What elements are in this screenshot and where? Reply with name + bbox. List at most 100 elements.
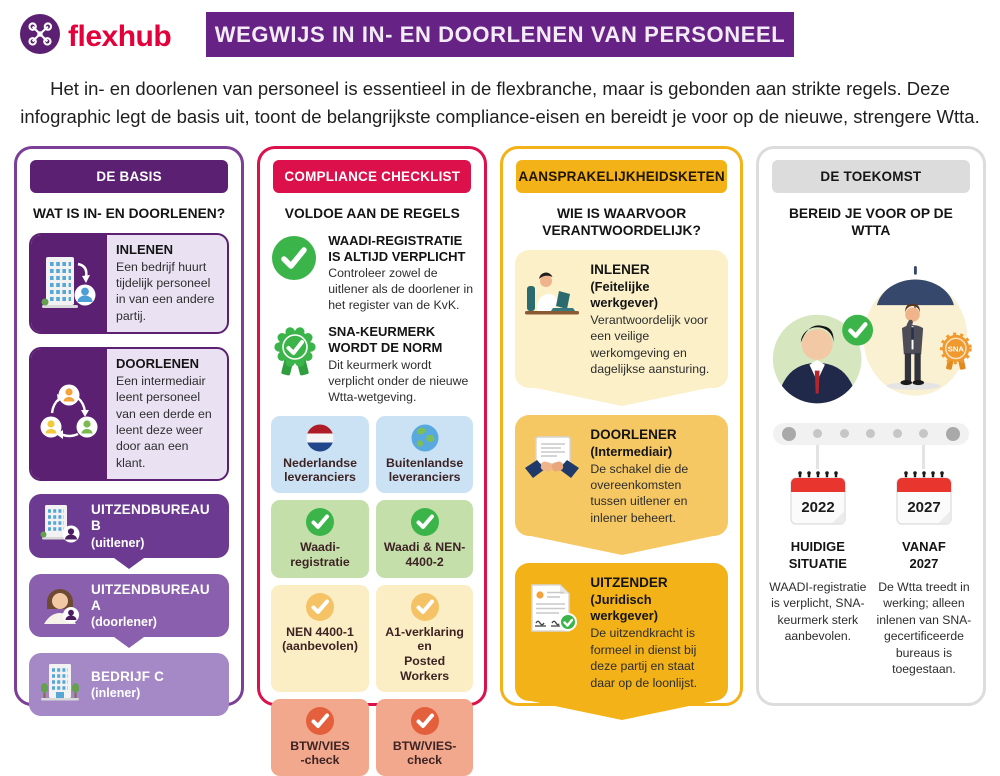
orange-check-icon — [379, 706, 471, 736]
flexhub-logo: flexhub — [20, 14, 172, 59]
check-circle-icon — [271, 233, 319, 314]
doorlener-card: DOORLENER (Intermediair) De schakel die … — [515, 414, 728, 537]
chain-a-subtitle: (doorlener) — [91, 614, 157, 629]
waadi-text: WAADI-REGISTRATIE IS ALTIJD VERPLICHT Co… — [328, 233, 473, 314]
future-heading: BEREID JE VOOR OP DE WTTA — [788, 205, 953, 238]
businessman-umbrella-sna-icon: SNA — [769, 250, 973, 421]
basis-banner: DE BASIS — [30, 159, 229, 193]
handshake-contract-icon — [524, 427, 582, 527]
milestone-2022-title: HUIDIGE SITUATIE — [788, 538, 847, 571]
doorlener-title: DOORLENER — [590, 426, 677, 442]
rosette-check-icon — [271, 324, 319, 405]
person-laptop-icon — [524, 262, 582, 378]
people-cycle-icon — [31, 349, 107, 480]
future-banner: DE TOEKOMST — [771, 159, 970, 193]
amber-check-icon — [379, 592, 471, 622]
chain-b-text: UITZENDBUREAU B (uitlener) — [91, 502, 219, 549]
chain-c-title: BEDRIJF C — [91, 668, 165, 684]
waadi-item: WAADI-REGISTRATIE IS ALTIJD VERPLICHT Co… — [271, 233, 473, 314]
globe-icon — [379, 423, 471, 453]
uitzender-card: UITZENDER (Juridisch werkgever) De uitze… — [515, 563, 728, 702]
grid-cell-waadi-nen: Waadi & NEN- 4400-2 — [375, 500, 474, 578]
doorlener-body: De schakel die de overeenkomsten tussen … — [590, 461, 689, 525]
calendar-icon: 2027 — [893, 469, 955, 532]
uitzender-body: De uitzendkracht is formeel in dienst bi… — [590, 626, 698, 690]
timeline-dot — [919, 429, 929, 439]
chain-c-text: BEDRIJF C (inlener) — [91, 669, 164, 700]
doorlenen-body: Een intermediair leent personeel van een… — [116, 374, 212, 470]
milestone-2027-body: De Wtta treedt in werking; alleen inlene… — [876, 579, 972, 677]
timeline-dot — [866, 429, 876, 439]
sna-title: SNA-KEURMERK WORDT DE NORM — [328, 324, 443, 356]
basis-heading: WAT IS IN- EN DOORLENEN? — [33, 205, 226, 221]
inlenen-card: INLENEN Een bedrijf huurt tijdelijk pers… — [29, 232, 230, 335]
grid-cell-btw-vies-nl: BTW/VIES -check — [271, 698, 369, 776]
calendar-icon: 2022 — [787, 469, 849, 532]
doorlener-text: DOORLENER (Intermediair) De schakel die … — [590, 427, 718, 527]
grid-label: Buitenlandse leveranciers — [385, 455, 464, 485]
grid-label: A1-verklaring en Posted Workers — [385, 624, 464, 683]
doorlenen-text: DOORLENEN Een intermediair leent persone… — [107, 349, 227, 479]
milestones: 2022 HUIDIGE SITUATIE WAADI-registratie … — [769, 444, 973, 678]
timeline-dot — [892, 429, 902, 439]
waadi-body: Controleer zowel de uitlener als de door… — [328, 266, 474, 313]
grid-label: BTW/VIES -check — [290, 738, 350, 768]
sna-item: SNA-KEURMERK WORDT DE NORM Dit keurmerk … — [271, 324, 473, 405]
doorlenen-title: DOORLENEN — [116, 356, 200, 372]
grid-label: Waadi- registratie — [290, 540, 350, 569]
woman-avatar-badge-icon — [39, 582, 81, 629]
page-title: WEGWIJS IN IN- EN DOORLENEN VAN PERSONEE… — [206, 12, 794, 57]
column-future: DE TOEKOMST BEREID JE VOOR OP DE WTTA — [755, 145, 986, 706]
svg-text:2022: 2022 — [801, 499, 834, 516]
chain-b-title: UITZENDBUREAU B — [91, 502, 210, 534]
chain-b-subtitle: (uitlener) — [91, 535, 145, 550]
uitzender-title: UITZENDER — [590, 575, 668, 591]
compliance-heading: VOLDOE AAN DE REGELS — [284, 205, 460, 221]
timeline-connector — [816, 444, 820, 469]
column-compliance: COMPLIANCE CHECKLIST VOLDOE AAN DE REGEL… — [257, 145, 488, 776]
network-icon — [20, 14, 60, 59]
column-liability: AANSPRAKELIJKHEIDSKETEN WIE IS WAARVOOR … — [500, 145, 743, 706]
dutch-flag-icon — [274, 423, 366, 453]
brand-name: flexhub — [68, 19, 172, 53]
chain-a-title: UITZENDBUREAU A — [91, 581, 210, 613]
chain-c-subtitle: (inlener) — [91, 686, 141, 701]
building-trees-icon — [39, 661, 81, 708]
svg-text:SNA: SNA — [948, 344, 965, 353]
chain-card-uitzendbureau-a: UITZENDBUREAU A (doorlener) — [29, 573, 230, 637]
grid-cell-waadi-registratie: Waadi- registratie — [271, 500, 369, 578]
green-check-icon — [274, 507, 366, 537]
grid-label: NEN 4400-1 (aanbevolen) — [282, 624, 358, 654]
grid-cell-btw-vies-foreign: BTW/VIES- check — [375, 698, 474, 776]
liability-heading: WIE IS WAARVOOR VERANTWOORDELIJK? — [542, 205, 701, 238]
inlenen-title: INLENEN — [116, 241, 174, 257]
sna-text: SNA-KEURMERK WORDT DE NORM Dit keurmerk … — [328, 324, 473, 405]
inlener-body: Verantwoordelijk voor een veilige werkom… — [590, 312, 710, 377]
milestone-2022: 2022 HUIDIGE SITUATIE WAADI-registratie … — [769, 444, 867, 678]
grid-label: Nederlandse leveranciers — [283, 455, 357, 485]
milestone-2027: 2027 VANAF 2027 De Wtta treedt in werkin… — [875, 444, 973, 678]
doorlener-subtitle: (Intermediair) — [590, 443, 673, 459]
building-person-badge-icon — [39, 502, 81, 549]
amber-check-icon — [274, 592, 366, 622]
column-basis: DE BASIS WAT IS IN- EN DOORLENEN? — [14, 145, 245, 716]
timeline — [772, 422, 969, 445]
inlener-card: INLENER (Feitelijke werkgever) Verantwoo… — [515, 249, 728, 388]
milestone-2027-title: VANAF 2027 — [902, 538, 946, 571]
infographic-columns: DE BASIS WAT IS IN- EN DOORLENEN? — [0, 145, 1000, 776]
chain-a-text: UITZENDBUREAU A (doorlener) — [91, 582, 219, 629]
grid-cell-nen4400-1: NEN 4400-1 (aanbevolen) — [271, 584, 369, 692]
orange-check-icon — [274, 706, 366, 736]
grid-label: Waadi & NEN- 4400-2 — [383, 540, 466, 569]
building-hire-person-icon — [31, 234, 107, 333]
grid-label: BTW/VIES- check — [392, 738, 457, 768]
chain-card-bedrijf-c: BEDRIJF C (inlener) — [29, 652, 230, 716]
waadi-title: WAADI-REGISTRATIE IS ALTIJD VERPLICHT — [328, 232, 466, 264]
uitzender-text: UITZENDER (Juridisch werkgever) De uitze… — [590, 575, 718, 691]
sna-body: Dit keurmerk wordt verplicht onder de ni… — [328, 357, 469, 404]
contract-check-icon — [524, 575, 582, 691]
inlener-text: INLENER (Feitelijke werkgever) Verantwoo… — [590, 262, 718, 378]
inlenen-text: INLENEN Een bedrijf huurt tijdelijk pers… — [107, 235, 227, 332]
timeline-dot — [813, 429, 823, 439]
doorlenen-card: DOORLENEN Een intermediair leent persone… — [29, 347, 230, 482]
